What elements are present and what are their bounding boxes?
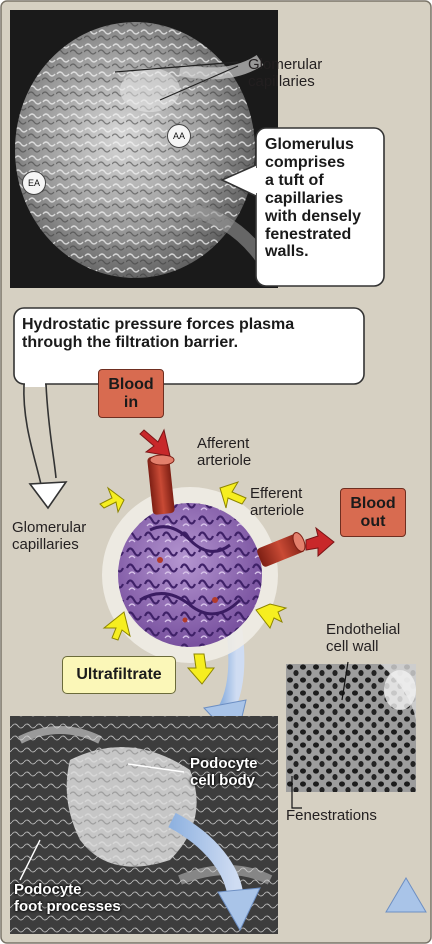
label-fenestrations: Fenestrations xyxy=(286,808,377,825)
label-efferent-arteriole: Efferent arteriole xyxy=(250,486,304,520)
label-podocyte-cell-body: Podocyte cell body xyxy=(190,756,258,790)
label-glomerular-capillaries-top: Glomerular capillaries xyxy=(248,57,322,91)
label-endothelial-cell-wall: Endothelial cell wall xyxy=(326,622,400,656)
glomerulus-callout: Glomerulus comprises a tuft of capillari… xyxy=(265,136,381,261)
hydrostatic-pressure-callout: Hydrostatic pressure forces plasma throu… xyxy=(22,316,362,352)
ultrafiltrate-box: Ultrafiltrate xyxy=(62,656,176,694)
blood-out-box: Blood out xyxy=(340,488,406,537)
label-glomerular-capillaries-mid: Glomerular capillaries xyxy=(12,520,86,554)
label-ea: EA xyxy=(22,171,46,195)
label-afferent-arteriole: Afferent arteriole xyxy=(197,436,251,470)
blood-in-box: Blood in xyxy=(98,369,164,418)
label-podocyte-foot-processes: Podocyte foot processes xyxy=(14,882,121,916)
label-aa: AA xyxy=(167,124,191,148)
